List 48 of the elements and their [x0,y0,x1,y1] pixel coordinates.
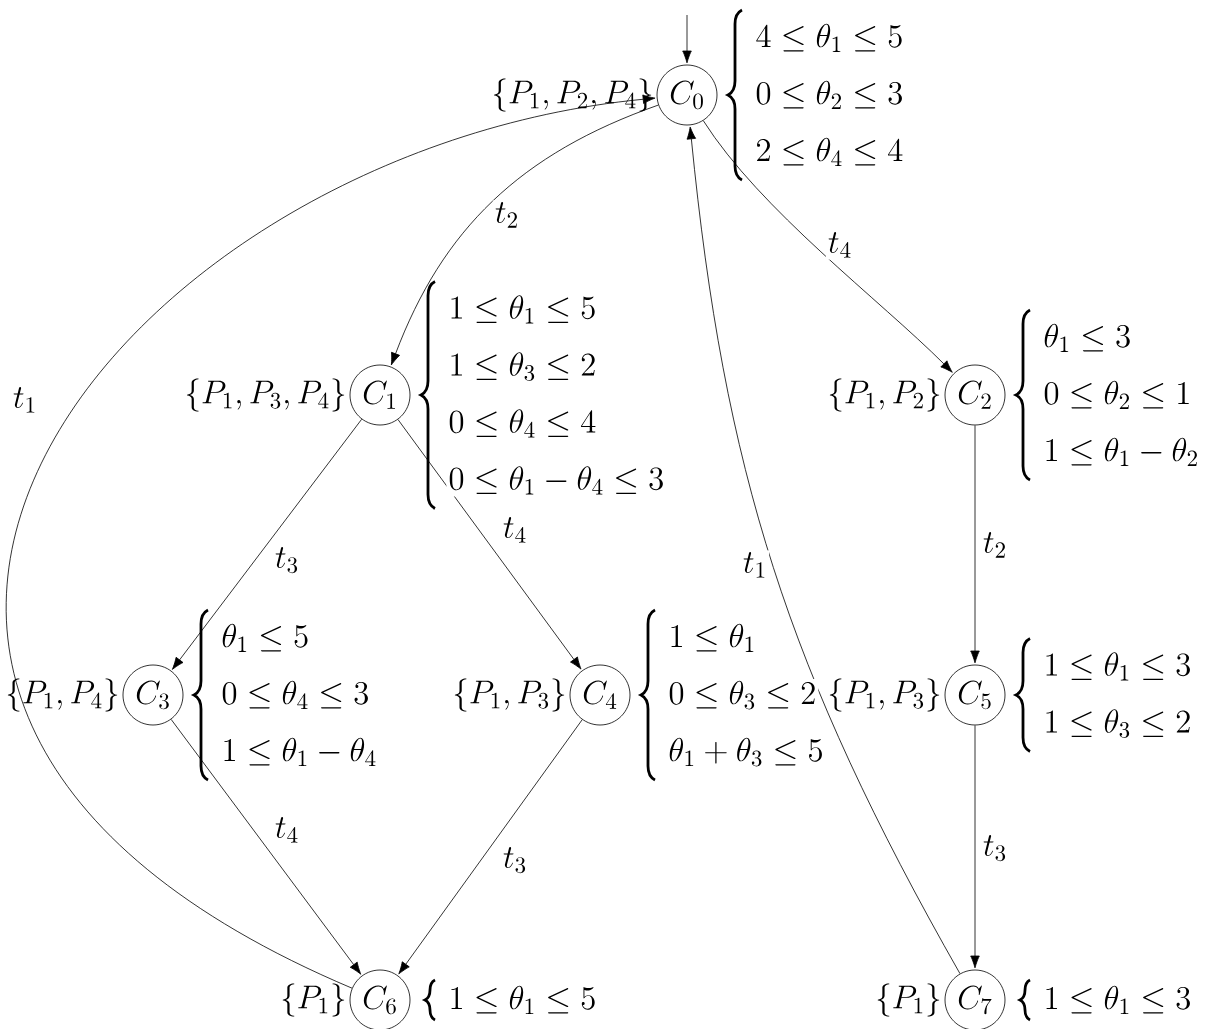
edge-label: $t_2$ [980,530,1010,560]
marking-label: $\{P_1, P_2, P_4\}$ [493,78,652,112]
constraint-label: $\theta_1 \leq 5$ [219,622,312,654]
marking-label: $\{P_1\}$ [877,983,940,1017]
constraint-label: $1 \leq \theta_1 \leq 3$ [1041,650,1194,683]
constraint-label: $1 \leq \theta_1 - \theta_4$ [219,736,380,768]
constraint-label: $0 \leq \theta_2 \leq 3$ [753,79,906,111]
constraint-label: $1 \leq \theta_3 \leq 2$ [446,350,599,383]
constraint-label: $0 \leq \theta_3 \leq 2$ [666,679,819,711]
marking-label: $\{P_1, P_3\}$ [829,678,940,712]
constraint-label: $0 \leq \theta_4 \leq 4$ [446,407,599,440]
edge-label: $t_2$ [492,200,522,230]
edge-label: $t_3$ [272,545,302,575]
constraint-label: $1 \leq \theta_1 - \theta_2$ [1041,436,1202,468]
constraint-label: $0 \leq \theta_2 \leq 1$ [1041,379,1194,411]
constraint-label: $2 \leq \theta_4 \leq 4$ [753,136,906,168]
edge-label: $t_1$ [10,385,40,415]
marking-label: $\{P_1, P_2\}$ [829,378,940,412]
edge-label: $t_1$ [740,550,770,580]
constraint-label: $1 \leq \theta_1$ [666,622,759,654]
arrow [397,419,582,670]
arrow [398,719,583,975]
constraint-label: $0 \leq \theta_4 \leq 3$ [219,679,372,711]
edge-label: $t_4$ [272,815,302,845]
constraint-label: $1 \leq \theta_1 \leq 5$ [446,984,599,1016]
marking-label: $\{P_1, P_4\}$ [7,678,118,712]
constraint-label: $\theta_1 \leq 3$ [1041,322,1134,354]
arrow [702,120,953,373]
edge-label: $t_3$ [500,845,530,875]
edge-label: $t_4$ [500,515,530,545]
arrow [970,425,980,664]
edge-label: $t_3$ [980,833,1010,863]
arrow [390,104,659,366]
arrow [170,719,362,975]
marking-label: $\{P_1, P_3\}$ [454,678,565,712]
constraint-label: $0 \leq \theta_1 - \theta_4 \leq 3$ [446,464,667,497]
constraint-label: $4 \leq \theta_1 \leq 5$ [753,22,906,54]
constraint-label: $\theta_1 + \theta_3 \leq 5$ [666,736,826,768]
marking-label: $\{P_1, P_3, P_4\}$ [186,378,345,412]
arrow [682,14,692,64]
arrow [970,725,980,969]
arrow [686,126,961,974]
constraint-label: $1 \leq \theta_1 \leq 3$ [1041,984,1194,1016]
marking-label: $\{P_1\}$ [282,983,345,1017]
edge-label: $t_4$ [825,230,855,260]
arrow [172,418,363,670]
constraint-label: $1 \leq \theta_3 \leq 2$ [1041,707,1194,740]
constraint-label: $1 \leq \theta_1 \leq 5$ [446,293,599,326]
